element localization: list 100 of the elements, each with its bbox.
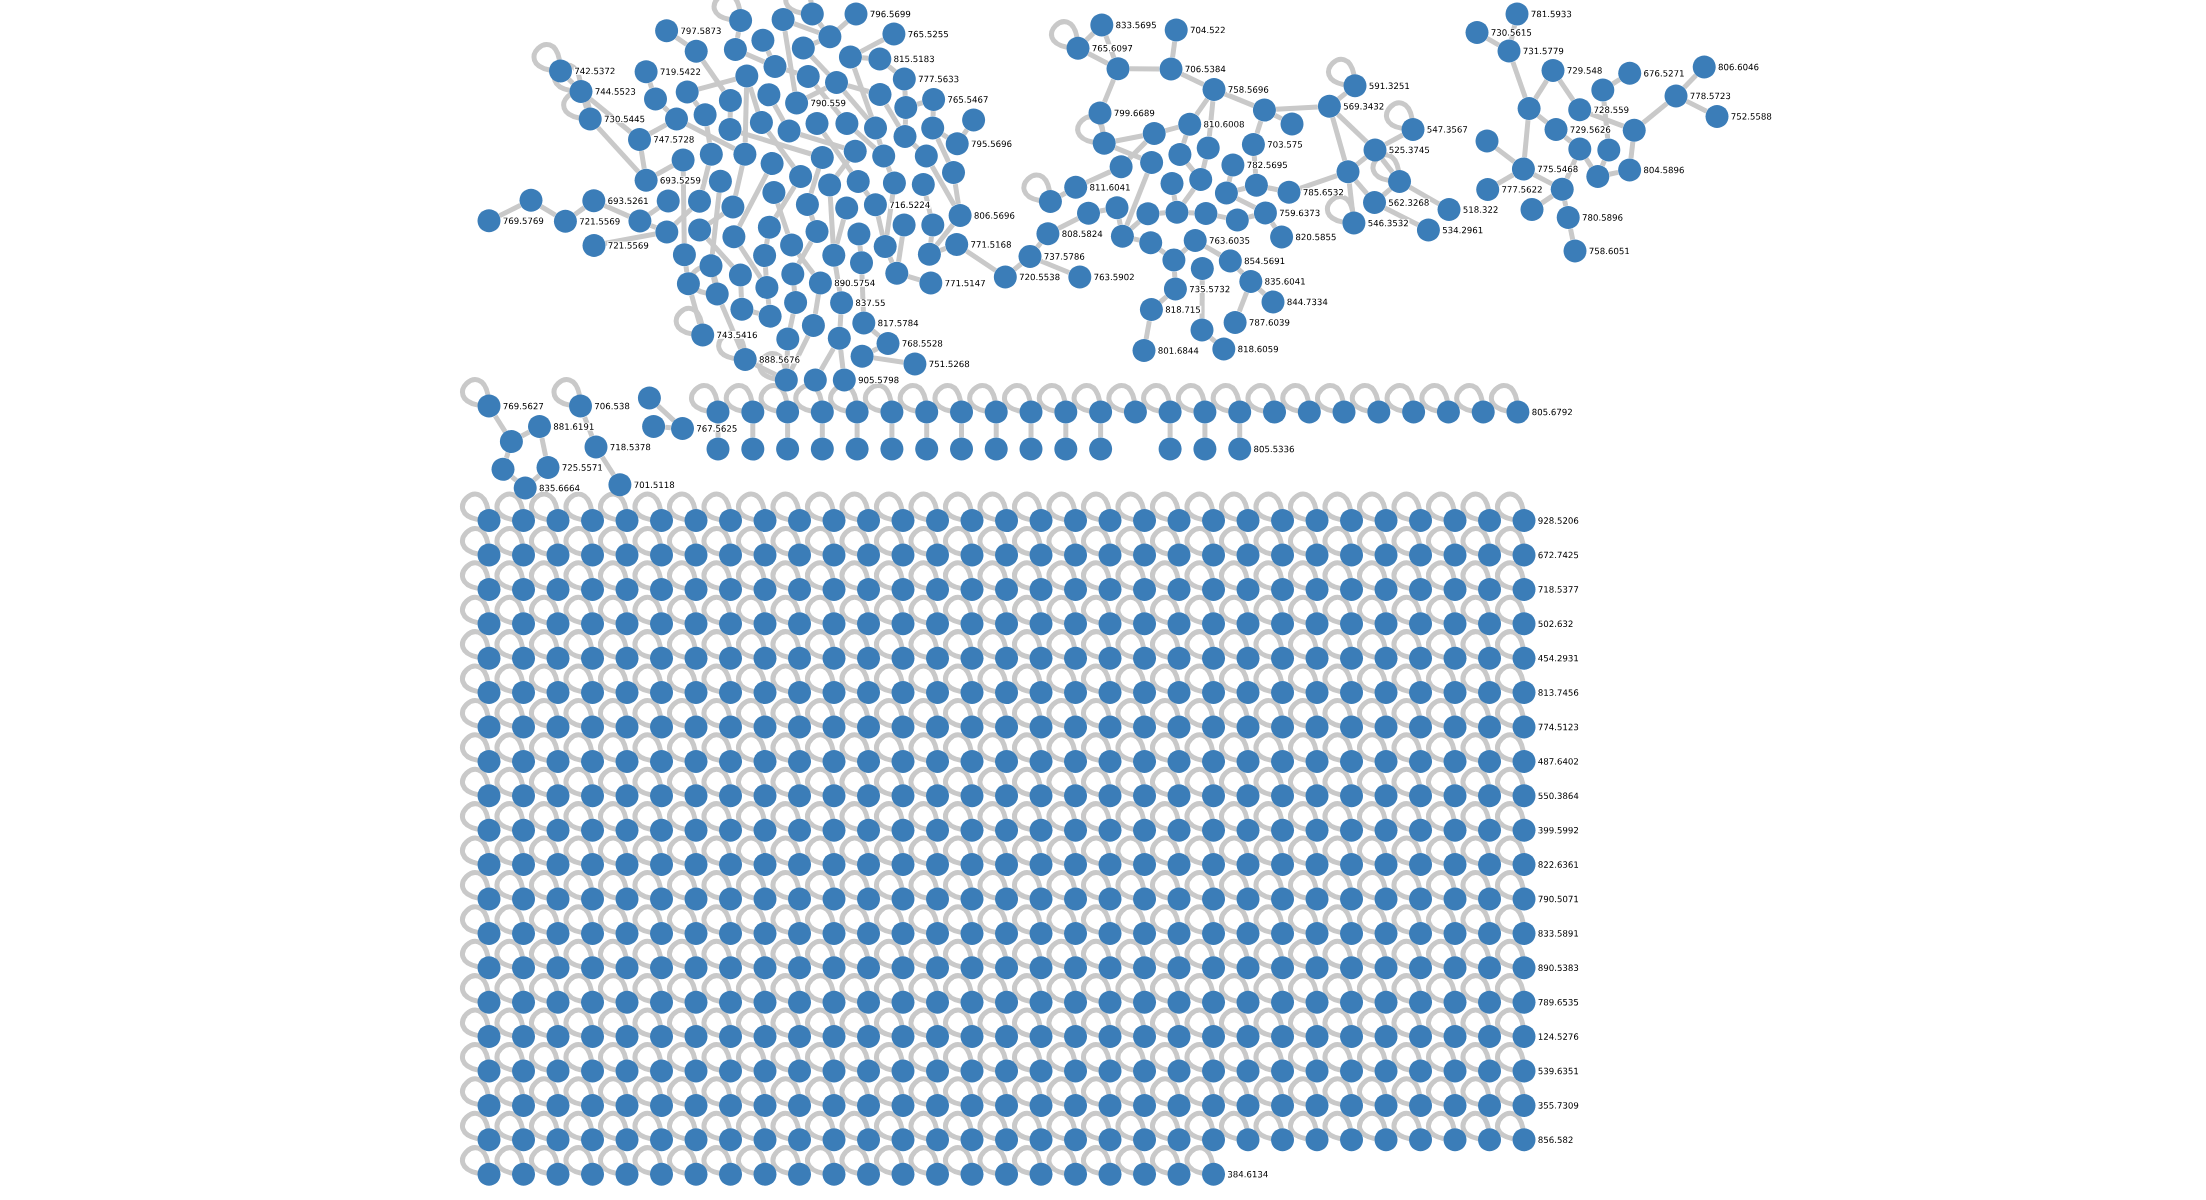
edge-line — [719, 303, 743, 350]
edge-line — [813, 83, 842, 116]
edge-line — [680, 171, 687, 244]
edge-line — [709, 192, 722, 255]
node-label: 769.5769 — [502, 216, 545, 225]
edge-line — [928, 236, 934, 243]
node-label: 818.6059 — [1237, 345, 1280, 353]
edge-line — [1035, 241, 1043, 249]
edge-line — [1384, 132, 1404, 147]
node-label: 718.5377 — [1537, 585, 1580, 594]
node-label: 844.7334 — [1286, 298, 1329, 306]
edge-line — [808, 214, 816, 222]
edge-line — [965, 248, 997, 273]
node-label: 805.6792 — [1531, 408, 1574, 416]
edge-line — [1536, 113, 1549, 125]
edge-line — [1257, 287, 1267, 296]
node-label: 518.322 — [1462, 205, 1499, 214]
edge-line — [510, 474, 518, 483]
edge-line — [799, 132, 845, 151]
edge-line — [1114, 145, 1142, 161]
edge-line — [1599, 159, 1607, 167]
edge-line — [1115, 133, 1144, 144]
node-label: 547.3567 — [1426, 125, 1469, 134]
edge-line — [697, 76, 737, 92]
edge-line — [813, 39, 821, 46]
edge-line — [952, 183, 961, 205]
edge-line — [1194, 97, 1210, 117]
node-label: 799.6689 — [1113, 109, 1156, 117]
edge-line — [1485, 36, 1501, 48]
edge-line — [1584, 157, 1594, 169]
node-label: 718.5378 — [609, 443, 652, 451]
edge-line — [1063, 423, 1069, 438]
edge-line — [1226, 175, 1233, 183]
edge-line — [838, 349, 846, 369]
edge-line — [582, 101, 589, 109]
node-label: 758.5696 — [1227, 85, 1270, 94]
edge-line — [924, 423, 930, 438]
edge-line — [498, 203, 522, 218]
edge-line — [649, 223, 657, 230]
edge-line — [1237, 185, 1246, 193]
edge-line — [885, 165, 893, 173]
edge-line — [857, 245, 863, 252]
edge-line — [673, 207, 693, 226]
edge-line — [539, 204, 557, 218]
edge-line — [765, 298, 772, 305]
node-label: 856.582 — [1537, 1135, 1574, 1144]
edge-line — [762, 267, 769, 276]
edge-line — [1124, 172, 1150, 227]
edge-line — [1158, 294, 1169, 304]
edge-line — [750, 423, 756, 438]
edge-line — [665, 424, 671, 431]
edge-line — [1204, 244, 1222, 258]
node-label: 790.5071 — [1537, 895, 1580, 903]
edge-line — [1346, 183, 1356, 212]
node-label: 124.5276 — [1537, 1032, 1580, 1041]
edge-line — [896, 236, 905, 262]
edge-line — [738, 245, 763, 279]
edge-line — [1564, 158, 1578, 180]
edge-line — [733, 165, 745, 197]
edge-line — [821, 131, 854, 174]
edge-line — [738, 286, 744, 298]
edge-line — [1164, 124, 1180, 133]
node-label: 890.5754 — [833, 279, 876, 287]
node-label: 742.5372 — [573, 67, 616, 75]
edge-line — [588, 96, 633, 134]
edge-line — [1336, 112, 1369, 144]
node-label: 806.6046 — [1717, 63, 1760, 71]
node-label: 813.7456 — [1537, 688, 1580, 697]
edge-line — [600, 455, 616, 477]
edge-line — [935, 137, 951, 163]
edge-line — [773, 185, 797, 219]
edge-line — [1235, 196, 1257, 210]
node-label: 487.6402 — [1537, 757, 1580, 766]
node-label: 550.3864 — [1537, 791, 1580, 800]
node-label: 525.3745 — [1388, 146, 1431, 154]
edge-line — [842, 89, 870, 121]
edge-line — [1223, 91, 1255, 108]
node-label: 777.5633 — [917, 75, 960, 83]
edge-line — [764, 238, 770, 245]
edge-line — [1087, 51, 1109, 66]
edge-line — [1185, 161, 1196, 173]
edge-line — [1562, 200, 1569, 207]
edge-line — [504, 451, 511, 459]
node-label: 731.5779 — [1522, 47, 1565, 55]
edge-line — [1269, 221, 1278, 229]
node-label: 454.2931 — [1537, 654, 1580, 663]
edge-line — [1143, 320, 1152, 340]
edge-line — [656, 404, 676, 423]
node-label: 765.5255 — [907, 30, 950, 38]
edge-line — [1628, 141, 1636, 159]
node-label: 833.5891 — [1537, 929, 1580, 938]
node-label: 796.5699 — [869, 10, 912, 18]
edge-line — [742, 87, 749, 143]
edge-line — [782, 30, 798, 92]
node-label: 777.5622 — [1500, 185, 1544, 194]
edge-line — [959, 423, 964, 438]
edge-line — [1381, 187, 1393, 197]
node-label: 820.5855 — [1294, 233, 1338, 241]
node-label: 384.6134 — [1226, 1170, 1269, 1179]
node-label: 763.5902 — [1093, 273, 1136, 281]
